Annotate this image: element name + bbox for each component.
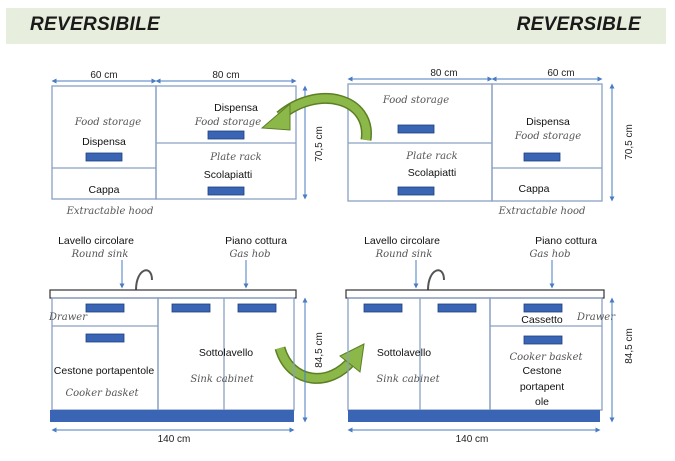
plinth xyxy=(348,410,600,422)
label-dispensa: Dispensa xyxy=(214,102,258,114)
dim-label-140: 140 cm xyxy=(456,434,489,445)
handle-icon xyxy=(85,303,125,313)
label-gas-hob: Gas hob xyxy=(529,249,570,260)
label-cooker-basket: Cooker basket xyxy=(65,388,139,399)
handle-icon xyxy=(397,124,435,134)
label-food-storage: Food storage xyxy=(514,131,581,142)
dim-label-70-5: 70,5 cm xyxy=(624,124,635,160)
dim-label-70-5: 70,5 cm xyxy=(314,126,325,162)
header-left-title: REVERSIBILE xyxy=(30,14,160,35)
swap-arrow-top-icon xyxy=(260,92,372,141)
label-drawer: Drawer xyxy=(48,312,88,323)
label-plate-rack: Plate rack xyxy=(405,151,457,162)
countertop xyxy=(345,289,605,299)
label-scolapiatti: Scolapiatti xyxy=(204,169,252,181)
label-dispensa: Dispensa xyxy=(82,136,126,148)
right-wall-units xyxy=(347,83,603,202)
swap-arrow-bottom-icon xyxy=(274,343,365,384)
label-sink-cabinet: Sink cabinet xyxy=(376,374,440,385)
label-sottolavello: Sottolavello xyxy=(199,347,253,359)
label-cassetto: Cassetto xyxy=(521,314,563,326)
label-cappa: Cappa xyxy=(519,183,550,195)
right-wall-cabinet-60 xyxy=(491,83,603,202)
label-gas-hob: Gas hob xyxy=(229,249,270,260)
handle-icon xyxy=(207,186,245,196)
dim-label-60: 60 cm xyxy=(90,70,117,81)
handle-icon xyxy=(207,130,245,140)
dim-label-84-5: 84,5 cm xyxy=(624,328,635,364)
handle-icon xyxy=(237,303,277,313)
countertop xyxy=(49,289,297,299)
label-lavello-circolare: Lavello circolare xyxy=(364,235,440,247)
label-sink-cabinet: Sink cabinet xyxy=(190,374,254,385)
dim-label-80: 80 cm xyxy=(430,68,457,79)
label-piano-cottura: Piano cottura xyxy=(535,235,597,247)
header-right-title: REVERSIBLE xyxy=(516,14,641,35)
handle-icon xyxy=(397,186,435,196)
faucet-icon xyxy=(427,269,445,291)
left-wall-units xyxy=(51,85,297,200)
handle-icon xyxy=(171,303,211,313)
label-cooker-basket: Cooker basket xyxy=(509,352,583,363)
handle-icon xyxy=(523,303,563,313)
plinth xyxy=(50,410,294,422)
header-bar xyxy=(6,8,666,44)
label-lavello-circolare: Lavello circolare xyxy=(58,235,134,247)
handle-icon xyxy=(437,303,477,313)
handle-icon xyxy=(85,333,125,343)
label-round-sink: Round sink xyxy=(375,249,433,260)
label-sottolavello: Sottolavello xyxy=(377,347,431,359)
dim-label-60: 60 cm xyxy=(547,68,574,79)
label-extractable-hood: Extractable hood xyxy=(66,206,154,217)
label-plate-rack: Plate rack xyxy=(209,152,261,163)
label-cestone-line3: ole xyxy=(535,396,549,408)
label-extractable-hood: Extractable hood xyxy=(498,206,586,217)
label-drawer: Drawer xyxy=(576,312,616,323)
label-food-storage: Food storage xyxy=(382,95,449,106)
handle-icon xyxy=(363,303,403,313)
dim-label-140: 140 cm xyxy=(158,434,191,445)
handle-icon xyxy=(523,335,563,345)
dim-label-84-5: 84,5 cm xyxy=(314,332,325,368)
handle-icon xyxy=(85,152,123,162)
label-cestone: Cestone portapentole xyxy=(54,365,155,377)
label-piano-cottura: Piano cottura xyxy=(225,235,287,247)
label-cestone: Cestone xyxy=(522,365,561,377)
label-scolapiatti: Scolapiatti xyxy=(408,167,456,179)
handle-icon xyxy=(523,152,561,162)
label-food-storage: Food storage xyxy=(194,117,261,128)
label-cestone-line2: portapent xyxy=(520,381,564,393)
label-round-sink: Round sink xyxy=(71,249,129,260)
label-cappa: Cappa xyxy=(89,184,120,196)
label-dispensa: Dispensa xyxy=(526,116,570,128)
label-food-storage: Food storage xyxy=(74,117,141,128)
dim-label-80: 80 cm xyxy=(212,70,239,81)
faucet-icon xyxy=(135,269,153,291)
